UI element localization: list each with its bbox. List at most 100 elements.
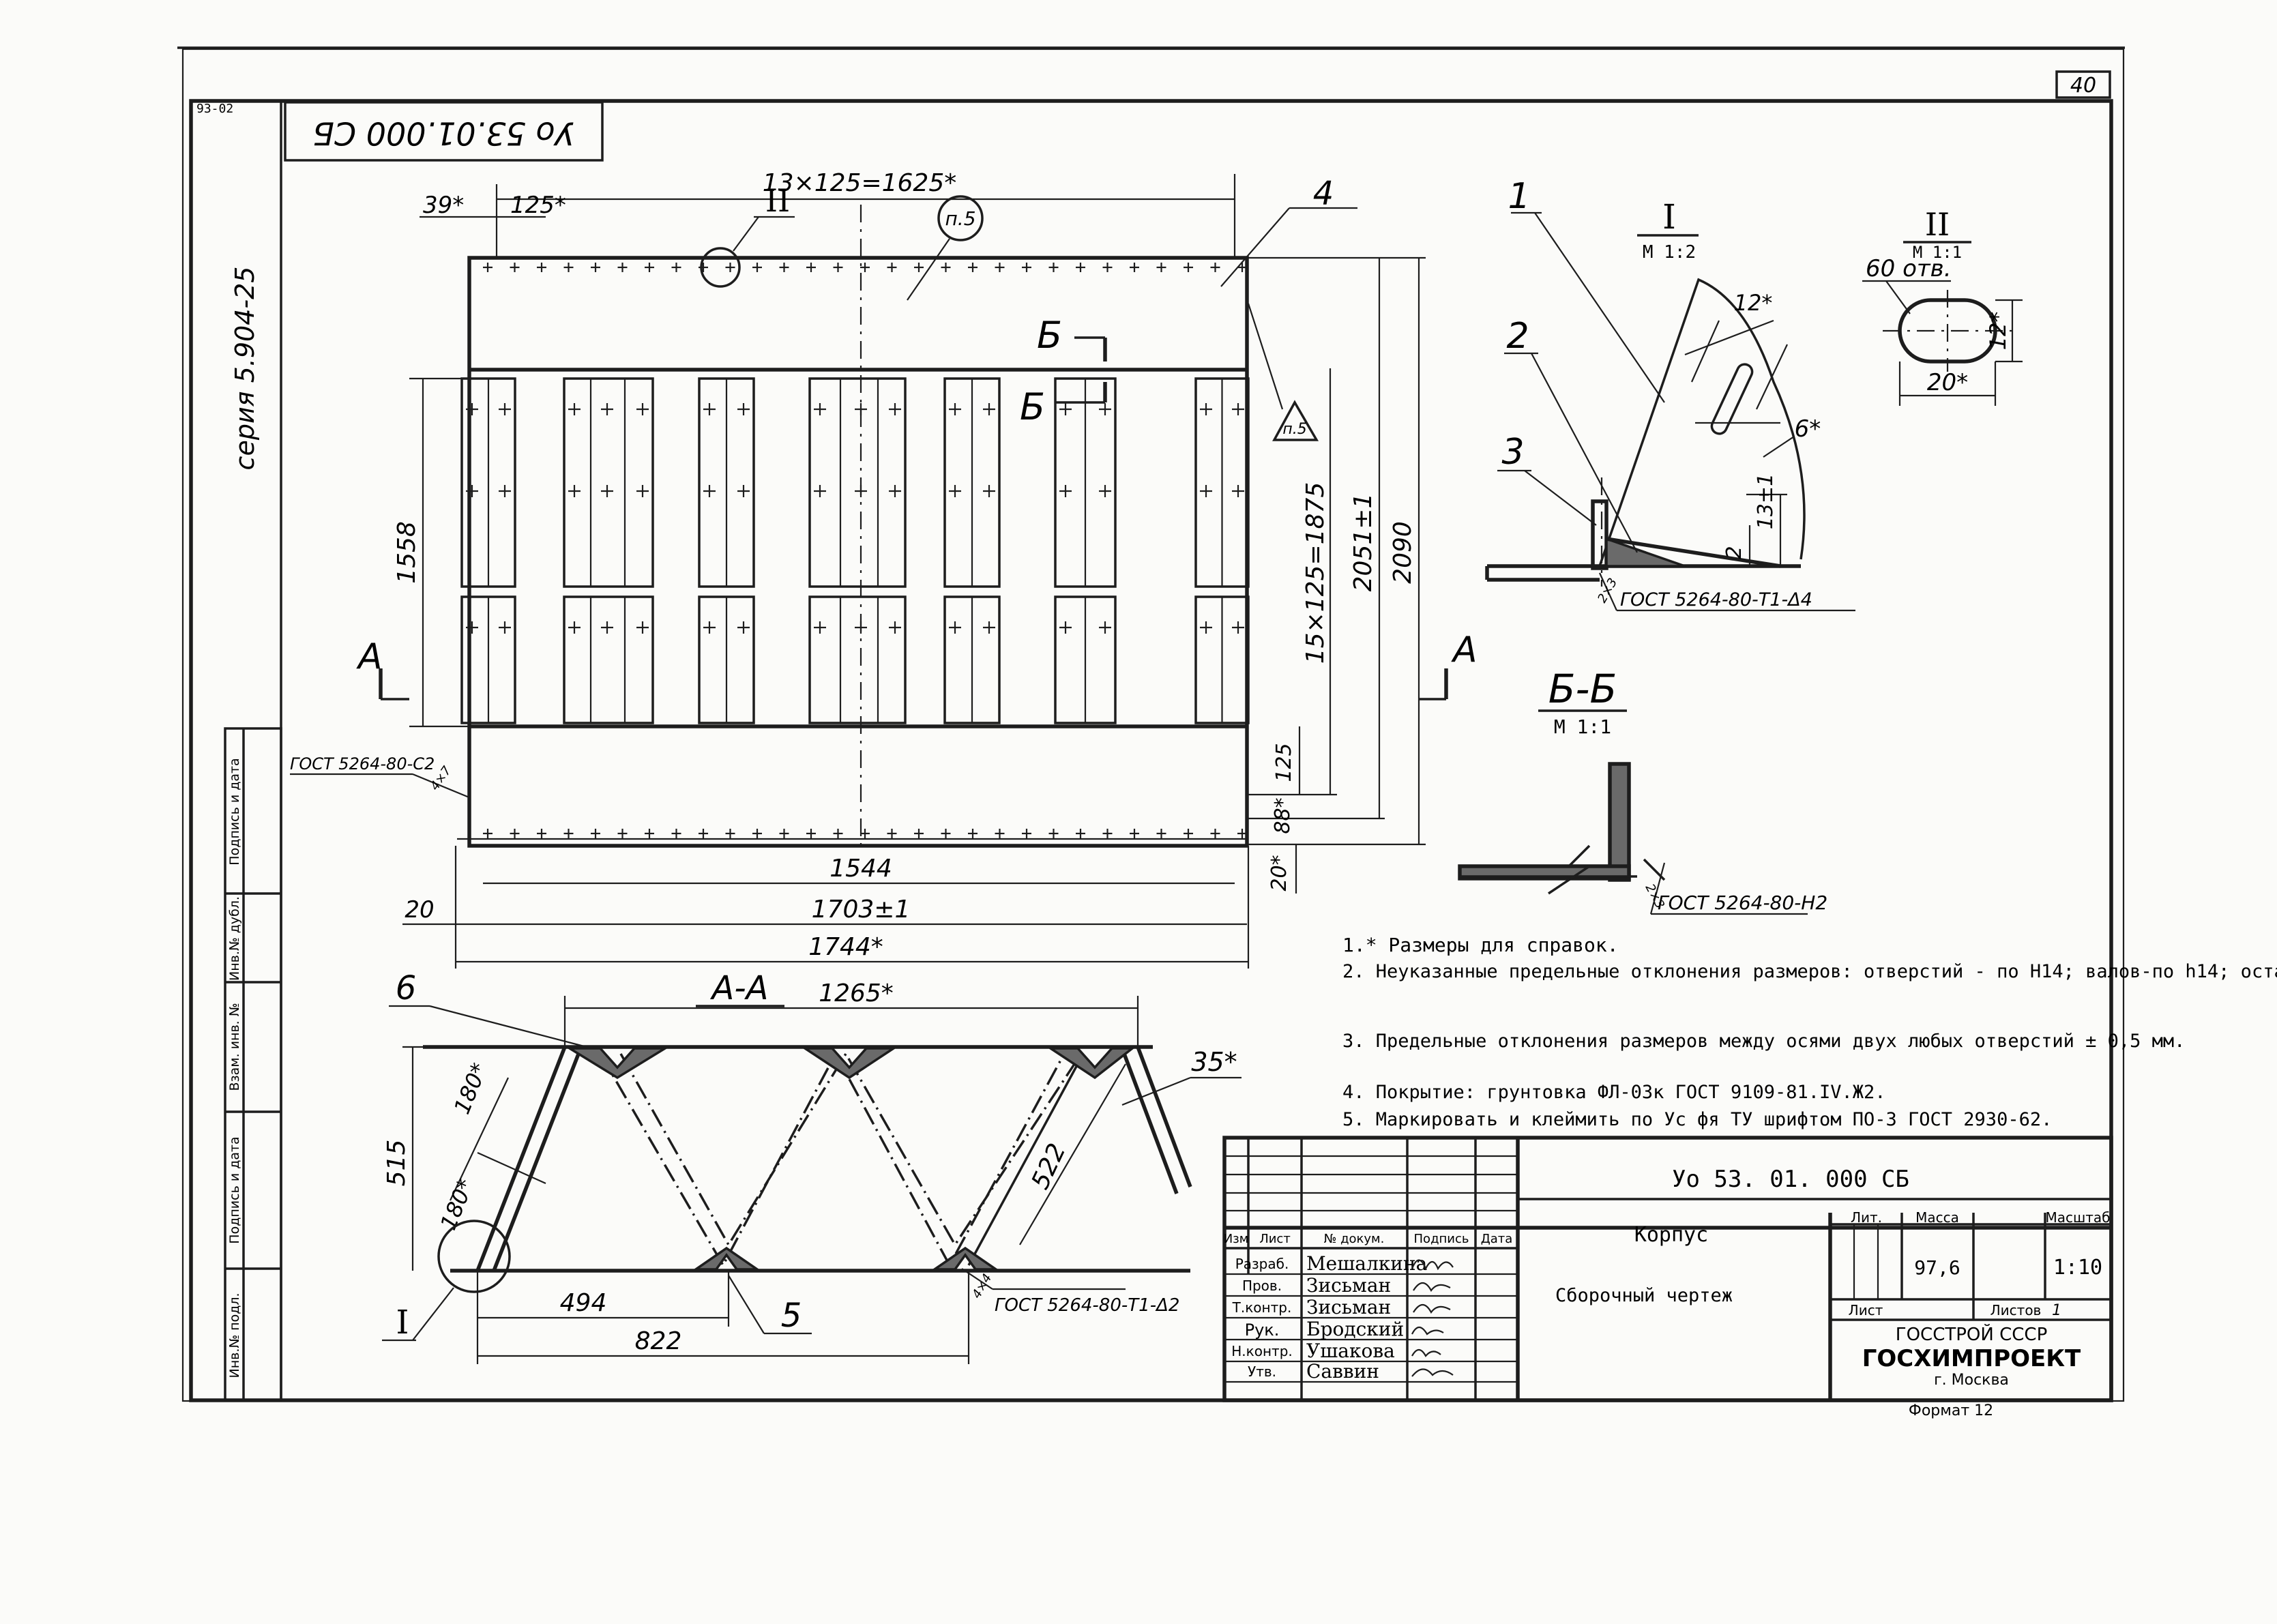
bolt-mark: [814, 403, 826, 415]
dim-bottom-20: 20*: [1267, 855, 1291, 891]
bolt-mark: [466, 403, 478, 415]
bolt-mark: [855, 403, 867, 415]
series-label: серия 5.904-25: [230, 267, 260, 471]
strip-panel: [943, 595, 1001, 724]
tb-lit-label: Лит.: [1851, 1209, 1882, 1226]
hole-mark: [941, 829, 951, 838]
strip-panel: [808, 377, 907, 588]
hole-mark: [995, 263, 1005, 272]
hole-mark: [1210, 263, 1220, 272]
dim-pitch: 125*: [510, 192, 566, 219]
strip-panel: [808, 595, 907, 724]
tb-head-date: Дата: [1481, 1232, 1513, 1246]
hole-mark: [1130, 263, 1139, 272]
section-aa-title: А-А: [710, 969, 769, 1007]
hole-mark: [1184, 263, 1193, 272]
detail-i-weld-note: ГОСТ 5264-80-Т1-Δ4: [1620, 589, 1812, 610]
bolt-mark: [889, 403, 901, 415]
hole-mark: [752, 829, 762, 838]
hole-mark: [968, 829, 978, 838]
tb-head-sign: Подпись: [1414, 1232, 1469, 1246]
section-aa-180a: 180*: [449, 1059, 493, 1118]
tb-head-izm: Изм: [1224, 1232, 1249, 1246]
bolt-mark: [703, 485, 716, 497]
title-block: Изм Лист № докум. Подпись Дата Разраб. М…: [1222, 1136, 2113, 1419]
bolt-mark: [949, 485, 961, 497]
tb-role-5: Н.контр.: [1231, 1343, 1293, 1359]
strip-panel: [698, 595, 755, 724]
detail-ii: II М 1:1 60 отв. 12* 20*: [1862, 206, 2023, 406]
stamp-label-2: Инв.№ дубл.: [227, 896, 242, 981]
tb-head-doc: № докум.: [1324, 1232, 1385, 1246]
plan-view: 13×125=1625* 39* 125* II п.5 4 Б Б п.5 А…: [290, 169, 1478, 969]
section-aa-top-dim: 1265*: [819, 979, 894, 1007]
tb-name-2: Зисьман: [1306, 1274, 1391, 1297]
bolt-mark: [1099, 403, 1111, 415]
bolt-mark: [636, 621, 649, 634]
bolt-mark: [737, 621, 750, 634]
strip-panel: [943, 377, 1001, 588]
section-aa-angle: 35*: [1191, 1047, 1237, 1077]
hole-mark: [1156, 263, 1166, 272]
stamp-label-4: Подпись и дата: [227, 1136, 242, 1243]
detail-i-d2: 2: [1722, 546, 1746, 559]
detail-ii-title: II: [1925, 206, 1950, 243]
tb-sheets-value: 1: [2052, 1302, 2061, 1319]
detail-i-d6: 6*: [1795, 415, 1821, 443]
bolt-mark: [949, 403, 961, 415]
tb-name-3: Зисьман: [1306, 1296, 1391, 1318]
strip-panel: [1054, 595, 1117, 724]
bolt-mark: [499, 621, 511, 634]
hole-mark: [645, 263, 654, 272]
bolt-mark: [737, 403, 750, 415]
tb-org2: ГОСХИМПРОЕКТ: [1862, 1345, 2081, 1372]
bolt-mark: [601, 621, 613, 634]
hole-mark: [995, 829, 1005, 838]
hole-mark: [699, 263, 708, 272]
note-1: 1.* Размеры для справок.: [1342, 934, 1619, 956]
bolt-mark: [889, 621, 901, 634]
hole-mark: [725, 829, 735, 838]
callout-pos4: 4: [1313, 175, 1334, 213]
bolt-mark: [636, 403, 649, 415]
hole-mark: [699, 829, 708, 838]
bolt-mark: [601, 403, 613, 415]
section-bb-weld-note: ГОСТ 5264-80-Н2: [1658, 891, 1827, 914]
tb-role-6: Утв.: [1248, 1363, 1276, 1380]
section-aa-pos6: 6: [396, 969, 417, 1007]
bolt-mark: [466, 621, 478, 634]
plan-outer: [467, 256, 1249, 848]
bolt-mark: [1059, 403, 1072, 415]
bolt-mark: [737, 485, 750, 497]
bolt-mark: [889, 485, 901, 497]
detail-i-pos2: 2: [1506, 316, 1529, 357]
hole-mark: [591, 263, 600, 272]
dim-1558: 1558: [393, 521, 421, 584]
hole-mark: [887, 263, 897, 272]
hole-mark: [860, 829, 870, 838]
detail-i-d13: 13±1: [1754, 473, 1778, 529]
hole-mark: [671, 829, 681, 838]
hole-mark: [941, 263, 951, 272]
dim-top-chain: 13×125=1625*: [763, 169, 956, 197]
hole-mark: [1076, 263, 1085, 272]
tb-doc-type: Сборочный чертеж: [1555, 1285, 1733, 1306]
dim-20: 20: [405, 896, 434, 924]
hole-mark: [483, 829, 493, 838]
detail-i-pos3: 3: [1501, 432, 1524, 473]
dim-left-offset: 39*: [423, 192, 464, 219]
hole-mark: [671, 263, 681, 272]
hole-mark: [806, 263, 816, 272]
tb-org1: ГОССТРОЙ СССР: [1896, 1323, 2048, 1345]
hole-mark: [806, 829, 816, 838]
bolt-mark: [1200, 621, 1212, 634]
hole-mark: [779, 829, 789, 838]
tb-sheet-label: Лист: [1849, 1302, 1883, 1318]
sheet-number: 40: [2070, 74, 2096, 98]
bolt-mark: [1099, 621, 1111, 634]
hole-mark: [1130, 829, 1139, 838]
tb-scale-label: Масштаб: [2045, 1209, 2110, 1226]
hole-mark: [1102, 829, 1113, 838]
hole-mark: [591, 829, 600, 838]
tb-sheets-label: Листов: [1990, 1302, 2042, 1318]
